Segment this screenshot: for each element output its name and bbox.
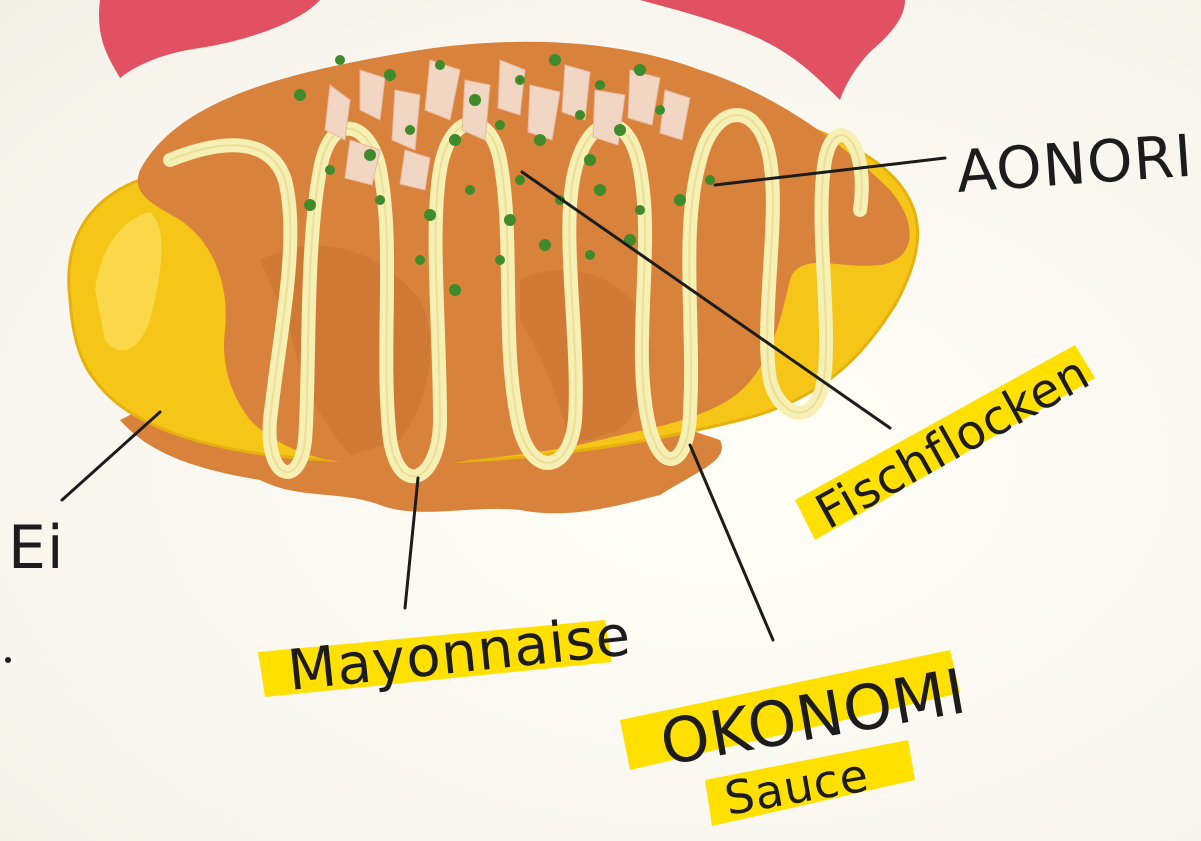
- pointer-okonomi: [690, 445, 773, 640]
- pointer-ei: [62, 412, 160, 500]
- label-ei: Ei: [8, 513, 65, 583]
- red-accent-left: [99, 0, 320, 78]
- label-fischflocken: Fischflocken: [807, 344, 1099, 540]
- label-aonori: AONORI: [954, 122, 1195, 206]
- ink-dot: [5, 657, 11, 663]
- label-mayonnaise: Mayonnaise: [285, 603, 634, 704]
- okonomi-sauce: [138, 42, 910, 468]
